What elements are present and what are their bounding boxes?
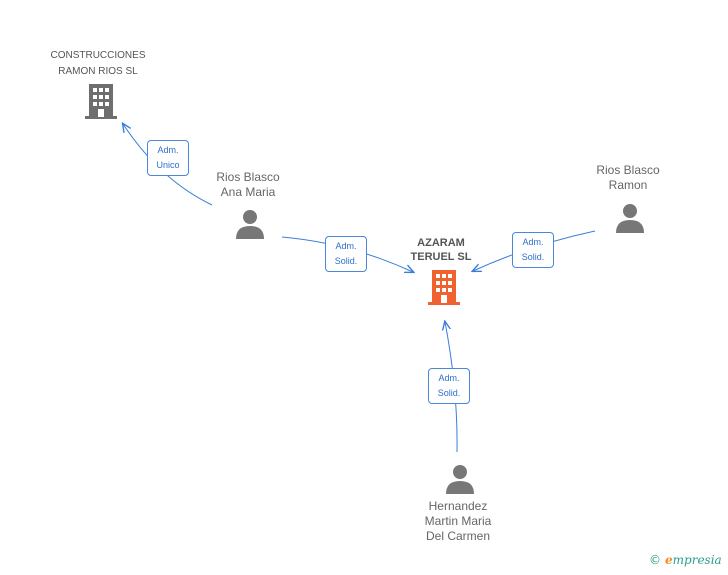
role-line: Solid. bbox=[437, 388, 461, 398]
brand-e: e bbox=[665, 553, 673, 567]
building-icon[interactable] bbox=[427, 270, 461, 306]
role-badge-hernandez-azaram[interactable]: Adm. Solid. bbox=[428, 368, 470, 404]
ana-maria-label: Rios Blasco Ana Maria bbox=[216, 170, 280, 199]
azaram-label: AZARAM TERUEL SL bbox=[410, 237, 472, 263]
construcciones-label: CONSTRUCCIONES RAMON RIOS SL bbox=[50, 50, 146, 77]
role-badge-ramon-azaram[interactable]: Adm. Solid. bbox=[512, 232, 554, 268]
person-icon[interactable] bbox=[235, 209, 265, 239]
hernandez-label: Hernandez Martin Maria Del Carmen bbox=[424, 499, 492, 543]
brand-name: mpresia bbox=[672, 553, 722, 567]
building-icon[interactable] bbox=[84, 84, 118, 120]
role-line: Adm. bbox=[522, 237, 544, 247]
ramon-label: Rios Blasco Ramon bbox=[596, 163, 660, 192]
role-line: Adm. bbox=[438, 373, 460, 383]
person-icon[interactable] bbox=[445, 464, 475, 494]
copyright-symbol: © bbox=[649, 553, 661, 567]
role-line: Adm. bbox=[335, 241, 357, 251]
role-line: Adm. bbox=[157, 145, 179, 155]
role-badge-ana-azaram[interactable]: Adm. Solid. bbox=[325, 236, 367, 272]
role-line: Solid. bbox=[521, 252, 545, 262]
empresia-logo: © empresia bbox=[649, 553, 722, 567]
person-icon[interactable] bbox=[615, 203, 645, 233]
role-line: Unico bbox=[156, 160, 180, 170]
role-line: Solid. bbox=[334, 256, 358, 266]
role-badge-ana-construcciones[interactable]: Adm. Unico bbox=[147, 140, 189, 176]
